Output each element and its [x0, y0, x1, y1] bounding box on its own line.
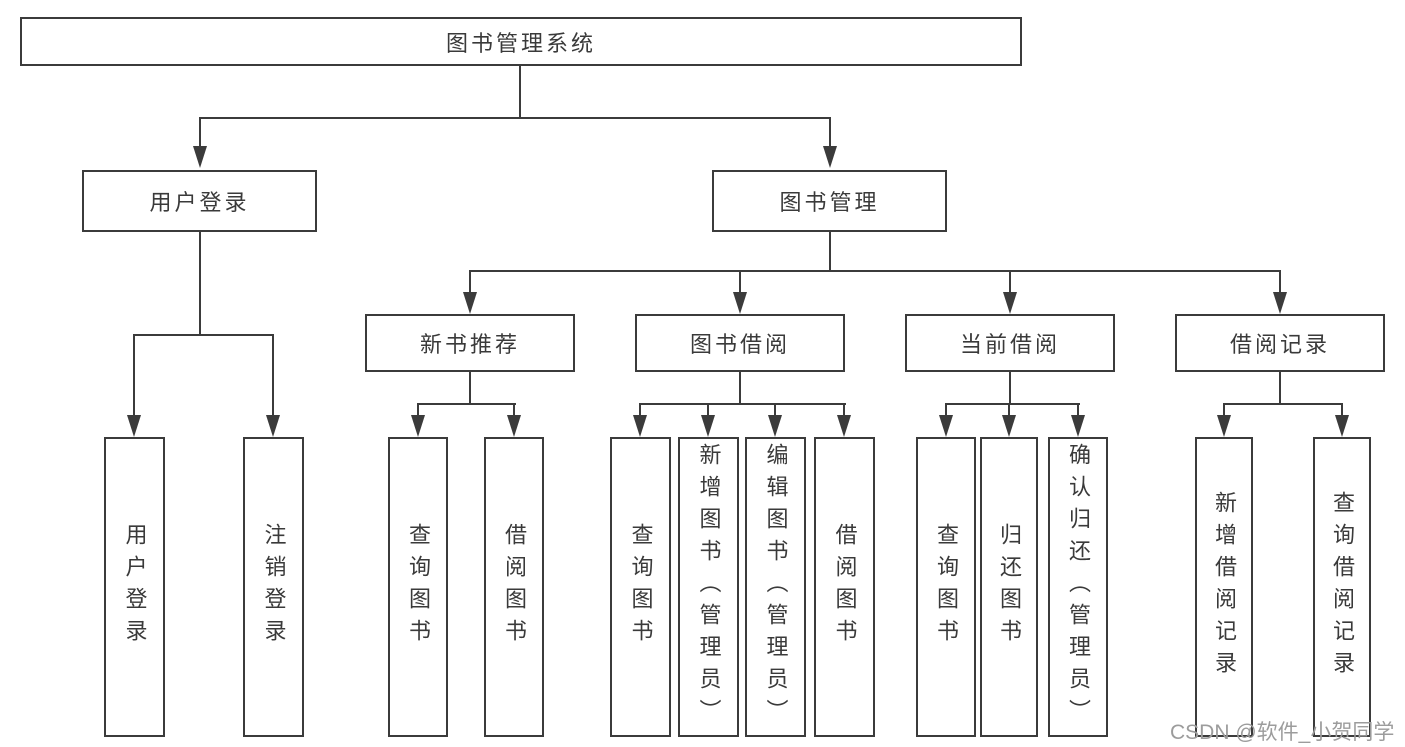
connector-vline [639, 403, 641, 417]
leaf-query-books-recommend: 查询图书 [388, 437, 448, 737]
leaf-label: 查询图书 [934, 523, 959, 651]
node-label: 借阅记录 [1229, 332, 1330, 357]
arrowhead-down-icon [507, 415, 521, 437]
connector-vline [1009, 372, 1011, 405]
connector-vline [1008, 403, 1010, 417]
arrowhead-down-icon [411, 415, 425, 437]
connector-vline [774, 403, 776, 417]
leaf-label: 借阅图书 [502, 523, 527, 651]
node-label: 图书管理 [779, 190, 880, 215]
connector-vline [739, 270, 741, 294]
leaf-query-books-current: 查询图书 [916, 437, 976, 737]
node-user-login: 用户登录 [82, 170, 317, 232]
arrowhead-down-icon [701, 415, 715, 437]
leaf-label: 确认归还（管理员） [1066, 443, 1091, 731]
node-library-management-system: 图书管理系统 [20, 17, 1022, 66]
arrowhead-down-icon [266, 415, 280, 437]
leaf-label: 借阅图书 [832, 523, 858, 651]
arrowhead-down-icon [768, 415, 782, 437]
leaf-label: 归还图书 [997, 523, 1022, 651]
connector-hline [199, 117, 831, 119]
connector-vline [272, 334, 274, 416]
connector-vline [843, 403, 845, 417]
connector-vline [1009, 270, 1011, 294]
connector-vline [829, 232, 831, 272]
leaf-label: 查询图书 [628, 523, 654, 651]
node-label: 用户登录 [149, 190, 250, 215]
connector-hline [945, 403, 1080, 405]
connector-vline [417, 403, 419, 417]
node-book-management: 图书管理 [712, 170, 947, 232]
connector-vline [199, 117, 201, 148]
connector-hline [469, 270, 1281, 272]
connector-vline [945, 403, 947, 417]
connector-vline [133, 334, 135, 416]
leaf-query-books-borrowing: 查询图书 [610, 437, 671, 737]
connector-hline [417, 403, 516, 405]
connector-vline [1279, 372, 1281, 405]
arrowhead-down-icon [193, 146, 207, 168]
arrowhead-down-icon [939, 415, 953, 437]
leaf-label: 查询借阅记录 [1330, 491, 1355, 683]
arrowhead-down-icon [1273, 292, 1287, 314]
connector-vline [469, 270, 471, 294]
arrowhead-down-icon [1002, 415, 1016, 437]
leaf-label: 新增图书（管理员） [696, 443, 722, 731]
connector-hline [639, 403, 846, 405]
leaf-label: 用户登录 [122, 523, 148, 651]
leaf-logout: 注销登录 [243, 437, 304, 737]
arrowhead-down-icon [127, 415, 141, 437]
node-current-borrowing: 当前借阅 [905, 314, 1115, 372]
node-label: 图书借阅 [689, 332, 790, 357]
connector-vline [829, 117, 831, 148]
leaf-label: 编辑图书（管理员） [763, 443, 789, 731]
leaf-user-login: 用户登录 [104, 437, 165, 737]
connector-vline [1223, 403, 1225, 417]
connector-vline [199, 232, 201, 336]
connector-hline [133, 334, 274, 336]
arrowhead-down-icon [1217, 415, 1231, 437]
leaf-label: 新增借阅记录 [1212, 491, 1237, 683]
leaf-borrow-books-recommend: 借阅图书 [484, 437, 544, 737]
arrowhead-down-icon [1071, 415, 1085, 437]
arrowhead-down-icon [837, 415, 851, 437]
leaf-label: 查询图书 [406, 523, 431, 651]
arrowhead-down-icon [633, 415, 647, 437]
watermark: CSDN @软件_小贺同学 [1170, 721, 1395, 744]
arrowhead-down-icon [463, 292, 477, 314]
connector-vline [1077, 403, 1079, 417]
connector-hline [1223, 403, 1343, 405]
leaf-query-borrow-record: 查询借阅记录 [1313, 437, 1371, 737]
leaf-confirm-return-admin: 确认归还（管理员） [1048, 437, 1108, 737]
leaf-edit-books-admin: 编辑图书（管理员） [745, 437, 806, 737]
leaf-add-borrow-record: 新增借阅记录 [1195, 437, 1253, 737]
arrowhead-down-icon [823, 146, 837, 168]
leaf-label: 注销登录 [261, 523, 287, 651]
connector-vline [739, 372, 741, 405]
connector-vline [1341, 403, 1343, 417]
node-borrowing-records: 借阅记录 [1175, 314, 1385, 372]
arrowhead-down-icon [1003, 292, 1017, 314]
node-label: 新书推荐 [419, 332, 520, 357]
connector-vline [469, 372, 471, 405]
node-label: 图书管理系统 [445, 30, 596, 56]
arrowhead-down-icon [1335, 415, 1349, 437]
connector-vline [513, 403, 515, 417]
leaf-borrow-books: 借阅图书 [814, 437, 875, 737]
connector-vline [707, 403, 709, 417]
leaf-return-books: 归还图书 [980, 437, 1038, 737]
leaf-add-books-admin: 新增图书（管理员） [678, 437, 739, 737]
node-book-borrowing: 图书借阅 [635, 314, 845, 372]
arrowhead-down-icon [733, 292, 747, 314]
connector-vline [519, 66, 521, 119]
node-label: 当前借阅 [959, 332, 1060, 357]
node-new-book-recommendation: 新书推荐 [365, 314, 575, 372]
connector-vline [1279, 270, 1281, 294]
